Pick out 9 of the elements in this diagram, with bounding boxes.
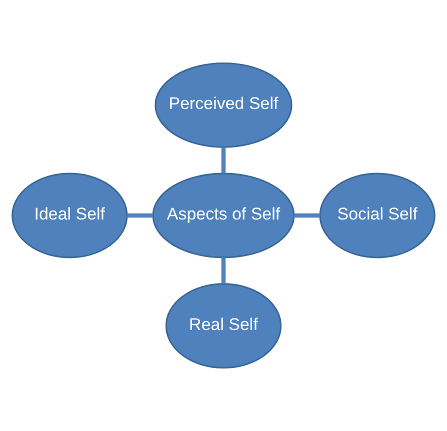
node-ellipse: Aspects of Self	[152, 172, 295, 258]
connector	[127, 213, 154, 218]
connector	[221, 257, 226, 284]
node-ellipse: Social Self	[319, 172, 436, 258]
node-ellipse: Ideal Self	[12, 172, 128, 258]
node-ellipse: Real Self	[165, 283, 282, 369]
connector	[221, 147, 226, 174]
node-ellipse: Perceived Self	[154, 62, 292, 148]
connector	[294, 213, 320, 218]
